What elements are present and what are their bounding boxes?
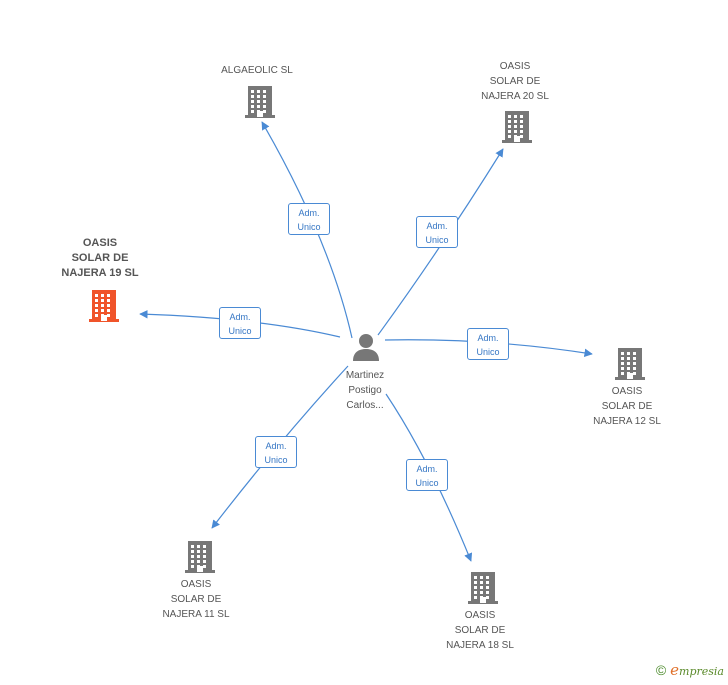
edge-label-najera20: Adm.Unico <box>416 216 458 248</box>
brand-logo[interactable]: empresia <box>670 661 724 679</box>
edge-label-najera12: Adm.Unico <box>467 328 509 360</box>
center-person-label[interactable]: Martinez Postigo Carlos... <box>330 368 400 413</box>
edge-label-najera11: Adm.Unico <box>255 436 297 468</box>
company-label-najera20[interactable]: OASIS SOLAR DE NAJERA 20 SL <box>481 61 549 102</box>
building-icon[interactable] <box>614 347 646 386</box>
building-icon[interactable] <box>244 85 276 124</box>
person-icon[interactable] <box>351 332 381 362</box>
edge-label-algaeolic: Adm.Unico <box>288 203 330 235</box>
company-label-algaeolic[interactable]: ALGAEOLIC SL <box>221 65 293 76</box>
person-name-line: Postigo <box>348 385 382 396</box>
company-label-najera12[interactable]: OASIS SOLAR DE NAJERA 12 SL <box>593 386 661 427</box>
person-name-line: Carlos... <box>346 400 384 411</box>
building-icon[interactable] <box>501 110 533 149</box>
company-label-najera11[interactable]: OASIS SOLAR DE NAJERA 11 SL <box>162 579 230 620</box>
footer-credit: © empresia <box>656 661 724 679</box>
company-label-najera19[interactable]: OASIS SOLAR DE NAJERA 19 SL <box>61 237 139 279</box>
edge-label-najera18: Adm.Unico <box>406 459 448 491</box>
company-label-najera18[interactable]: OASIS SOLAR DE NAJERA 18 SL <box>446 610 514 651</box>
person-name-line: Martinez <box>345 370 385 381</box>
edge-label-najera19: Adm.Unico <box>219 307 261 339</box>
building-icon[interactable] <box>88 289 120 328</box>
building-icon[interactable] <box>467 571 499 610</box>
edge-algaeolic <box>261 121 353 339</box>
copyright-icon: © <box>655 662 667 678</box>
building-icon[interactable] <box>184 540 216 579</box>
